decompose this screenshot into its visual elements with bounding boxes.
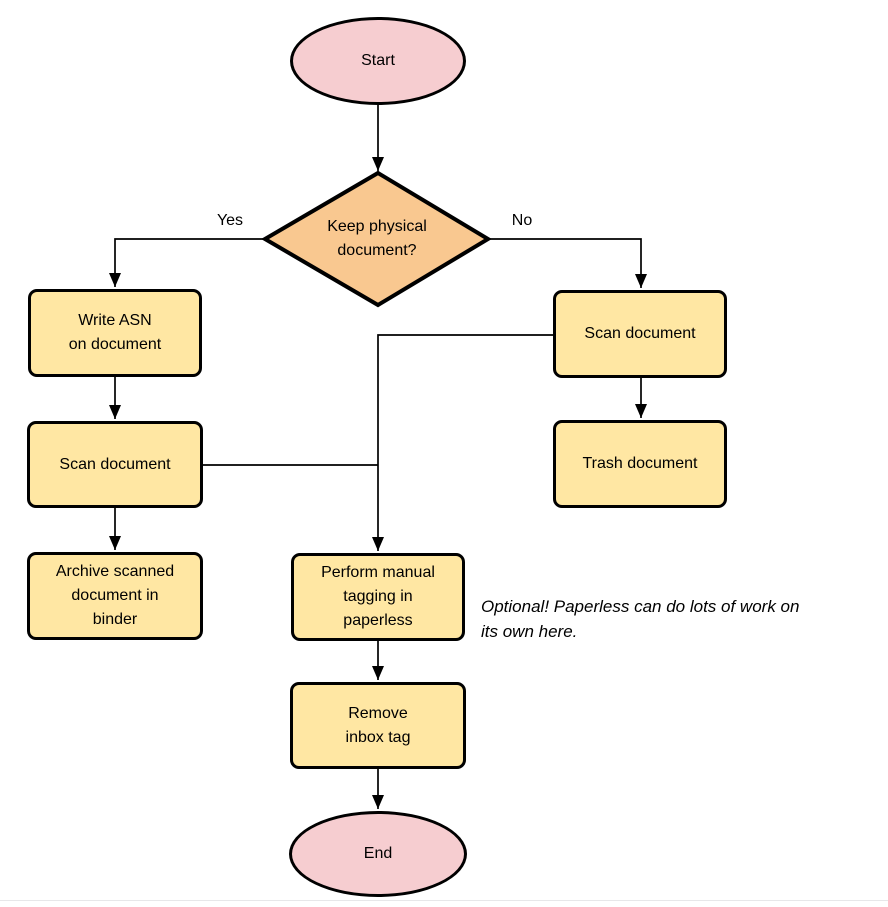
node-start: Start [290, 17, 466, 105]
edge-decision-yes-to-write-asn [109, 238, 265, 287]
node-remove-inbox-tag: Remove inbox tag [290, 682, 466, 769]
page-divider [0, 900, 888, 901]
node-end-label: End [363, 845, 393, 862]
optional-note: Optional! Paperless can do lots of work … [481, 597, 800, 641]
node-end: End [289, 811, 467, 897]
edge-label-no: No [499, 211, 545, 231]
node-decision-label: Keep physical document? [327, 218, 427, 259]
node-manual-tagging-label: Perform manual tagging in paperless [321, 564, 435, 629]
node-remove-inbox-tag-label: Remove inbox tag [345, 704, 411, 746]
node-write-asn-label: Write ASN on document [68, 312, 162, 353]
node-trash-document-label: Trash document [582, 455, 698, 472]
edge-label-yes: Yes [206, 211, 254, 231]
node-decision: Keep physical document? [293, 203, 461, 275]
node-start-label: Start [361, 52, 395, 69]
node-scan-document-right-label: Scan document [584, 325, 696, 342]
node-scan-document-right: Scan document [553, 290, 727, 378]
edge-decision-no-to-scan-right [489, 238, 647, 288]
decision-diamond-shape [261, 170, 492, 308]
node-scan-document-left-label: Scan document [59, 455, 171, 473]
node-manual-tagging: Perform manual tagging in paperless [291, 553, 465, 641]
node-write-asn: Write ASN on document [28, 289, 202, 377]
node-archive-scanned: Archive scanned document in binder [27, 552, 203, 640]
node-trash-document: Trash document [553, 420, 727, 508]
node-archive-scanned-label: Archive scanned document in binder [55, 563, 175, 628]
node-scan-document-left: Scan document [27, 421, 203, 508]
edge-scan-right-to-tagging [372, 334, 553, 551]
